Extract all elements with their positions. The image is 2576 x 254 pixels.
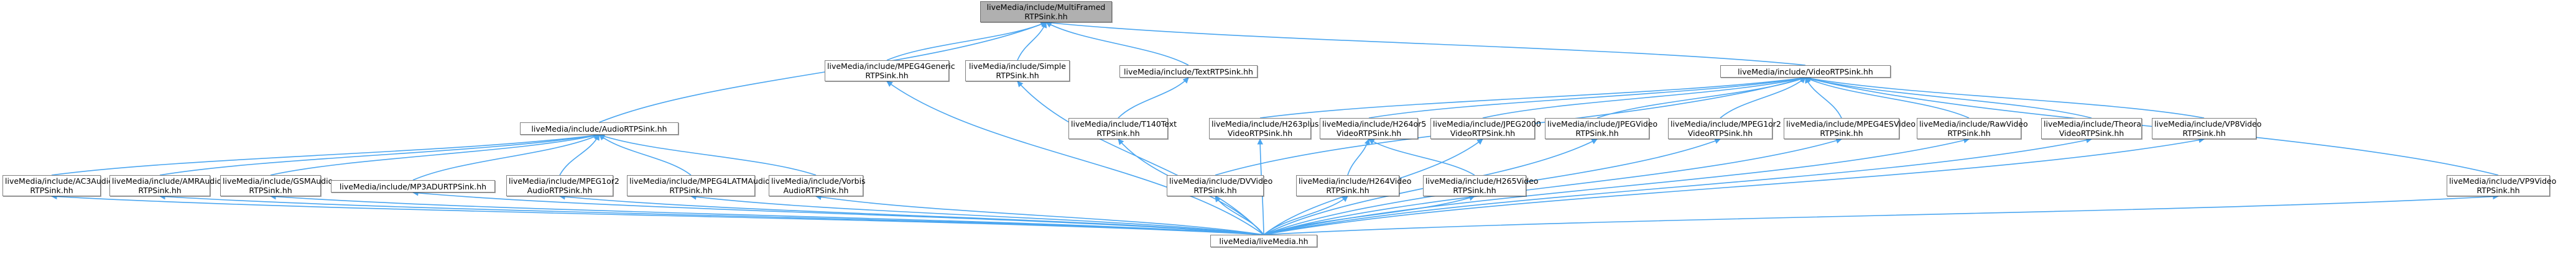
graph-node-label: liveMedia/include/T140Text RTPSink.hh [1071, 119, 1177, 138]
graph-edge [886, 81, 1264, 235]
graph-node-video[interactable]: liveMedia/include/VideoRTPSink.hh [1720, 65, 1891, 78]
graph-edge [1263, 195, 1475, 235]
graph-node-label: liveMedia/include/H264or5 VideoRTPSink.h… [1322, 119, 1427, 138]
graph-edge [159, 132, 600, 176]
graph-node-h264or5[interactable]: liveMedia/include/H264or5 VideoRTPSink.h… [1320, 118, 1427, 139]
graph-edge [1263, 137, 2092, 235]
graph-node-h264video[interactable]: liveMedia/include/H264Video RTPSink.hh [1296, 175, 1412, 196]
graph-edge [1263, 137, 1842, 235]
graph-node-vp9video[interactable]: liveMedia/include/VP9Video RTPSink.hh [2447, 175, 2557, 196]
graph-edge [1263, 193, 2499, 235]
graph-edge [1596, 76, 1806, 119]
graph-node-ac3audio[interactable]: liveMedia/include/AC3Audio RTPSink.hh [2, 175, 113, 196]
graph-node-label: liveMedia/include/MPEG1or2 AudioRTPSink.… [509, 176, 619, 195]
graph-node-dvvideo[interactable]: liveMedia/include/DVVideo RTPSink.hh [1167, 175, 1273, 196]
graph-node-vorbisaudio[interactable]: liveMedia/include/Vorbis AudioRTPSink.hh [769, 175, 866, 196]
graph-edge [1368, 75, 1806, 119]
graph-edge [1805, 77, 1970, 119]
graph-node-t140text[interactable]: liveMedia/include/T140Text RTPSink.hh [1068, 118, 1177, 139]
graph-node-multiframed[interactable]: liveMedia/include/MultiFramed RTPSink.hh [980, 1, 1112, 22]
graph-node-label: liveMedia/include/MPEG4ESVideo RTPSink.h… [1786, 119, 1916, 138]
graph-node-theoravideo[interactable]: liveMedia/include/Theora VideoRTPSink.hh [2041, 118, 2142, 139]
graph-node-rawvideo[interactable]: liveMedia/include/RawVideo RTPSink.hh [1917, 118, 2028, 139]
graph-node-label: liveMedia/include/MPEG4LATMAudio RTPSink… [629, 176, 770, 195]
graph-edge [1805, 77, 1842, 119]
graph-node-label: liveMedia/include/GSMAudio RTPSink.hh [223, 176, 333, 195]
graph-node-label: liveMedia/include/RawVideo RTPSink.hh [1919, 119, 2028, 138]
graph-node-gsmaudio[interactable]: liveMedia/include/GSMAudio RTPSink.hh [220, 175, 333, 196]
graph-edge [51, 132, 600, 176]
graph-node-label: liveMedia/include/H264Video RTPSink.hh [1299, 176, 1412, 195]
graph-edge [270, 193, 1264, 235]
graph-node-label: liveMedia/include/VP8Video RTPSink.hh [2154, 119, 2262, 138]
graph-node-label: liveMedia/include/AC3Audio RTPSink.hh [5, 176, 113, 195]
graph-node-jpegvideo[interactable]: liveMedia/include/JPEGVideo RTPSink.hh [1545, 118, 1658, 139]
graph-edge [1263, 196, 1348, 235]
graph-node-label: liveMedia/include/TextRTPSink.hh [1124, 66, 1253, 76]
graph-node-mpeg1or2audio[interactable]: liveMedia/include/MPEG1or2 AudioRTPSink.… [506, 175, 619, 196]
graph-node-label: liveMedia/include/Theora VideoRTPSink.hh [2044, 119, 2141, 138]
graph-edge [886, 21, 1047, 61]
graph-node-mp3adur[interactable]: liveMedia/include/MP3ADURTPSink.hh [331, 180, 495, 193]
graph-node-label: liveMedia/include/H263plus VideoRTPSink.… [1212, 119, 1319, 138]
graph-node-text[interactable]: liveMedia/include/TextRTPSink.hh [1119, 65, 1258, 78]
graph-node-mpeg4generic[interactable]: liveMedia/include/MPEG4Generic RTPSink.h… [825, 60, 955, 81]
graph-node-label: liveMedia/include/Vorbis AudioRTPSink.hh [771, 176, 866, 195]
graph-node-mpeg4esvideo[interactable]: liveMedia/include/MPEG4ESVideo RTPSink.h… [1784, 118, 1916, 139]
graph-edge [270, 133, 600, 176]
graph-node-simple[interactable]: liveMedia/include/Simple RTPSink.hh [965, 60, 1070, 81]
graph-edge [1118, 77, 1189, 119]
graph-node-label: liveMedia/include/MultiFramed RTPSink.hh [986, 2, 1106, 21]
graph-node-mpeg1or2video[interactable]: liveMedia/include/MPEG1or2 VideoRTPSink.… [1668, 118, 1781, 139]
graph-node-label: liveMedia/include/AMRAudio RTPSink.hh [112, 176, 222, 195]
graph-node-h263plus[interactable]: liveMedia/include/H263plus VideoRTPSink.… [1209, 118, 1319, 139]
graph-edge [1347, 138, 1370, 176]
graph-node-jpeg2000[interactable]: liveMedia/include/JPEG2000 VideoRTPSink.… [1430, 118, 1541, 139]
graph-node-vp8video[interactable]: liveMedia/include/VP8Video RTPSink.hh [2152, 118, 2262, 139]
graph-node-audio[interactable]: liveMedia/include/AudioRTPSink.hh [520, 122, 679, 135]
graph-node-label: liveMedia/include/Simple RTPSink.hh [969, 61, 1066, 80]
graph-node-mpeg4latm[interactable]: liveMedia/include/MPEG4LATMAudio RTPSink… [627, 175, 770, 196]
graph-node-label: liveMedia/include/VP9Video RTPSink.hh [2449, 176, 2557, 195]
graph-node-label: liveMedia/liveMedia.hh [1219, 236, 1309, 246]
graph-edge [51, 193, 1264, 235]
graph-edge [598, 134, 817, 176]
graph-node-label: liveMedia/include/DVVideo RTPSink.hh [1169, 176, 1273, 195]
graph-edge [599, 21, 1047, 123]
graph-node-label: liveMedia/include/H265Video RTPSink.hh [1425, 176, 1539, 195]
graph-edge [1259, 75, 1806, 119]
graph-node-label: liveMedia/include/AudioRTPSink.hh [531, 124, 667, 134]
graph-node-label: liveMedia/include/JPEG2000 VideoRTPSink.… [1433, 119, 1541, 138]
graph-edge [412, 189, 1264, 235]
graph-node-label: liveMedia/include/JPEGVideo RTPSink.hh [1547, 119, 1658, 138]
graph-edge [1263, 137, 2205, 235]
graph-edge [598, 134, 692, 176]
graph-edge [1805, 75, 2205, 119]
graph-node-label: liveMedia/include/MPEG1or2 VideoRTPSink.… [1670, 119, 1781, 138]
graph-edge [1720, 77, 1806, 119]
graph-node-livemedia[interactable]: liveMedia/liveMedia.hh [1210, 235, 1317, 247]
graph-edge [1045, 22, 1189, 66]
graph-edge [1045, 20, 1806, 66]
graph-edge [159, 193, 1264, 235]
graph-edge [815, 194, 1264, 235]
graph-edge [1368, 138, 1475, 176]
graph-edge [412, 134, 600, 181]
graph-edge [1805, 76, 2092, 119]
graph-edge [1017, 81, 1264, 235]
graph-edge [559, 134, 600, 176]
graph-node-label: liveMedia/include/MP3ADURTPSink.hh [339, 181, 487, 191]
graph-node-h265video[interactable]: liveMedia/include/H265Video RTPSink.hh [1423, 175, 1539, 196]
graph-node-amraudio[interactable]: liveMedia/include/AMRAudio RTPSink.hh [109, 175, 222, 196]
graph-node-label: liveMedia/include/MPEG4Generic RTPSink.h… [827, 61, 955, 80]
graph-edge [1482, 76, 1806, 119]
graph-node-label: liveMedia/include/VideoRTPSink.hh [1738, 66, 1873, 76]
graph-edge [690, 194, 1264, 235]
